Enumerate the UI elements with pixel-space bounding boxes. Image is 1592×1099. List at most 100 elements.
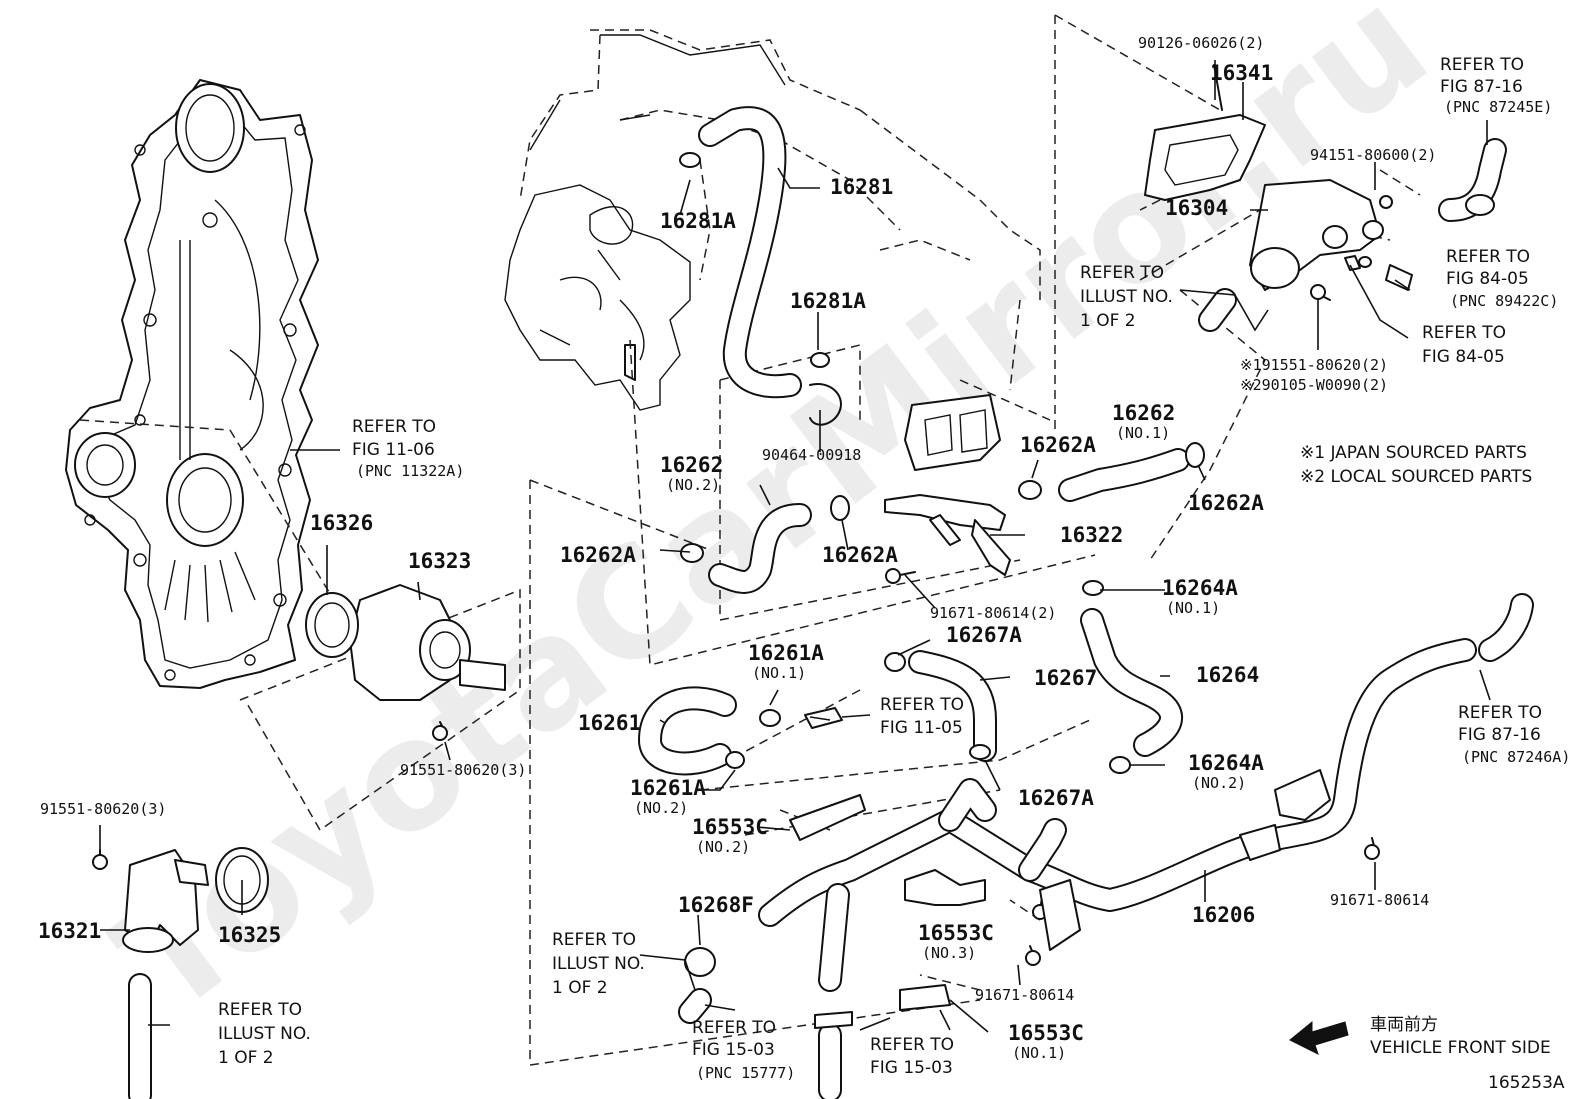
svg-text:FIG 11-05: FIG 11-05 <box>880 718 963 738</box>
part-16553c-no2-sub: (NO.2) <box>696 838 750 856</box>
svg-text:REFER TO: REFER TO <box>1080 263 1164 283</box>
ref-illust-mid: REFER TO ILLUST NO. 1 OF 2 <box>552 930 645 998</box>
part-16325: 16325 <box>218 923 281 947</box>
svg-text:REFER TO: REFER TO <box>218 1000 302 1020</box>
ref-illust-bot: REFER TO ILLUST NO. 1 OF 2 <box>218 1000 311 1068</box>
ref-fig-15-03-b: REFER TO FIG 15-03 <box>870 1035 954 1078</box>
svg-text:FIG 87-16: FIG 87-16 <box>1458 725 1541 745</box>
svg-text:1 OF 2: 1 OF 2 <box>552 978 608 998</box>
note-local-sourced: ※2 LOCAL SOURCED PARTS <box>1300 467 1532 487</box>
part-16267a-bot: 16267A <box>1018 786 1094 810</box>
part-16267a-top: 16267A <box>946 623 1022 647</box>
part-16323: 16323 <box>408 549 471 573</box>
part-16261a-no1-sub: (NO.1) <box>752 664 806 682</box>
part-91671-2: 91671-80614(2) <box>930 604 1056 622</box>
part-94151: 94151-80600(2) <box>1310 146 1436 164</box>
part-290105: ※290105-W0090(2) <box>1240 376 1388 394</box>
svg-text:REFER TO: REFER TO <box>692 1018 776 1038</box>
part-16281: 16281 <box>830 175 893 199</box>
ref-fig-87-16-bot: REFER TO FIG 87-16 (PNC 87246A) <box>1458 703 1570 766</box>
part-16262a-d: 16262A <box>822 543 898 567</box>
ref-fig-11-06: REFER TO FIG 11-06 (PNC 11322A) <box>352 417 464 480</box>
direction-label-en: VEHICLE FRONT SIDE <box>1370 1038 1551 1058</box>
part-16206: 16206 <box>1192 903 1255 927</box>
part-16261a-no2-sub: (NO.2) <box>634 799 688 817</box>
note-japan-sourced: ※1 JAPAN SOURCED PARTS <box>1300 443 1527 463</box>
part-16553c-no2: 16553C <box>692 815 768 839</box>
reference-labels: REFER TO FIG 11-06 (PNC 11322A) REFER TO… <box>218 55 1570 1082</box>
svg-text:ILLUST NO.: ILLUST NO. <box>552 954 645 974</box>
svg-text:REFER TO: REFER TO <box>352 417 436 437</box>
part-labels: 90126-06026(2) 16341 94151-80600(2) 1630… <box>38 34 1436 1062</box>
svg-text:FIG 84-05: FIG 84-05 <box>1422 347 1505 367</box>
part-16321: 16321 <box>38 919 101 943</box>
direction-label-jp: 車両前方 <box>1370 1015 1438 1035</box>
svg-text:FIG 15-03: FIG 15-03 <box>870 1058 953 1078</box>
part-16261: 16261 <box>578 711 641 735</box>
part-16341: 16341 <box>1210 61 1273 85</box>
part-16281a-top: 16281A <box>660 209 736 233</box>
part-16262-no2: 16262 <box>660 453 723 477</box>
svg-text:1 OF 2: 1 OF 2 <box>218 1048 274 1068</box>
svg-text:REFER TO: REFER TO <box>1422 323 1506 343</box>
svg-text:(PNC 15777): (PNC 15777) <box>696 1064 795 1082</box>
part-91551-a: 91551-80620(3) <box>400 761 526 779</box>
ref-fig-84-05-b: REFER TO FIG 84-05 <box>1422 323 1506 367</box>
ref-fig-84-05-a: REFER TO FIG 84-05 (PNC 89422C) <box>1446 247 1558 310</box>
part-16281a-mid: 16281A <box>790 289 866 313</box>
part-16262-no1-sub: (NO.1) <box>1116 424 1170 442</box>
part-90464: 90464-00918 <box>762 446 861 464</box>
part-16304: 16304 <box>1165 196 1228 220</box>
leader-lines <box>99 60 1491 1033</box>
svg-text:REFER TO: REFER TO <box>880 695 964 715</box>
part-91551-b: 91551-80620(3) <box>40 800 166 818</box>
svg-text:(PNC 87246A): (PNC 87246A) <box>1462 748 1570 766</box>
svg-text:1 OF 2: 1 OF 2 <box>1080 311 1136 331</box>
ref-fig-15-03-a: REFER TO FIG 15-03 (PNC 15777) <box>692 1018 795 1082</box>
part-16553c-no3-sub: (NO.3) <box>922 944 976 962</box>
part-16262a-a: 16262A <box>1020 433 1096 457</box>
timing-chain-cover-drawing <box>65 79 319 689</box>
part-16261a-no2: 16261A <box>630 776 706 800</box>
ref-fig-11-05: REFER TO FIG 11-05 <box>880 695 964 738</box>
part-16261a-no1: 16261A <box>748 641 824 665</box>
svg-text:(PNC 87245E): (PNC 87245E) <box>1444 98 1552 116</box>
part-16262-no2-sub: (NO.2) <box>666 476 720 494</box>
engine-outline <box>504 29 1041 411</box>
part-16262a-b: 16262A <box>1188 491 1264 515</box>
svg-text:REFER TO: REFER TO <box>870 1035 954 1055</box>
part-16553c-no1-sub: (NO.1) <box>1012 1044 1066 1062</box>
part-91671-b: 91671-80614 <box>1330 891 1429 909</box>
svg-text:FIG 87-16: FIG 87-16 <box>1440 77 1523 97</box>
part-16322: 16322 <box>1060 523 1123 547</box>
svg-text:REFER TO: REFER TO <box>1446 247 1530 267</box>
part-90126: 90126-06026(2) <box>1138 34 1264 52</box>
part-16553c-no1: 16553C <box>1008 1021 1084 1045</box>
figure-id: 165253A <box>1488 1073 1565 1093</box>
part-16264: 16264 <box>1196 663 1259 687</box>
svg-text:REFER TO: REFER TO <box>1440 55 1524 75</box>
part-16553c-no3: 16553C <box>918 921 994 945</box>
svg-text:FIG 11-06: FIG 11-06 <box>352 440 435 460</box>
svg-text:FIG 15-03: FIG 15-03 <box>692 1040 775 1060</box>
svg-text:FIG 84-05: FIG 84-05 <box>1446 269 1529 289</box>
part-16264a-no2: 16264A <box>1188 751 1264 775</box>
part-16264a-no2-sub: (NO.2) <box>1192 774 1246 792</box>
svg-text:(PNC 11322A): (PNC 11322A) <box>356 462 464 480</box>
part-16268f: 16268F <box>678 893 754 917</box>
part-16326: 16326 <box>310 511 373 535</box>
part-16264a-no1-sub: (NO.1) <box>1166 599 1220 617</box>
svg-text:ILLUST NO.: ILLUST NO. <box>1080 287 1173 307</box>
part-16262a-c: 16262A <box>560 543 636 567</box>
part-91671-a: 91671-80614 <box>975 986 1074 1004</box>
svg-text:REFER TO: REFER TO <box>1458 703 1542 723</box>
ref-illust-top: REFER TO ILLUST NO. 1 OF 2 <box>1080 263 1173 331</box>
svg-text:(PNC 89422C): (PNC 89422C) <box>1450 292 1558 310</box>
part-16267: 16267 <box>1034 666 1097 690</box>
part-16264a-no1: 16264A <box>1162 576 1238 600</box>
svg-text:REFER TO: REFER TO <box>552 930 636 950</box>
fittings <box>92 64 1495 1055</box>
part-16262-no1: 16262 <box>1112 401 1175 425</box>
svg-text:ILLUST NO.: ILLUST NO. <box>218 1024 311 1044</box>
